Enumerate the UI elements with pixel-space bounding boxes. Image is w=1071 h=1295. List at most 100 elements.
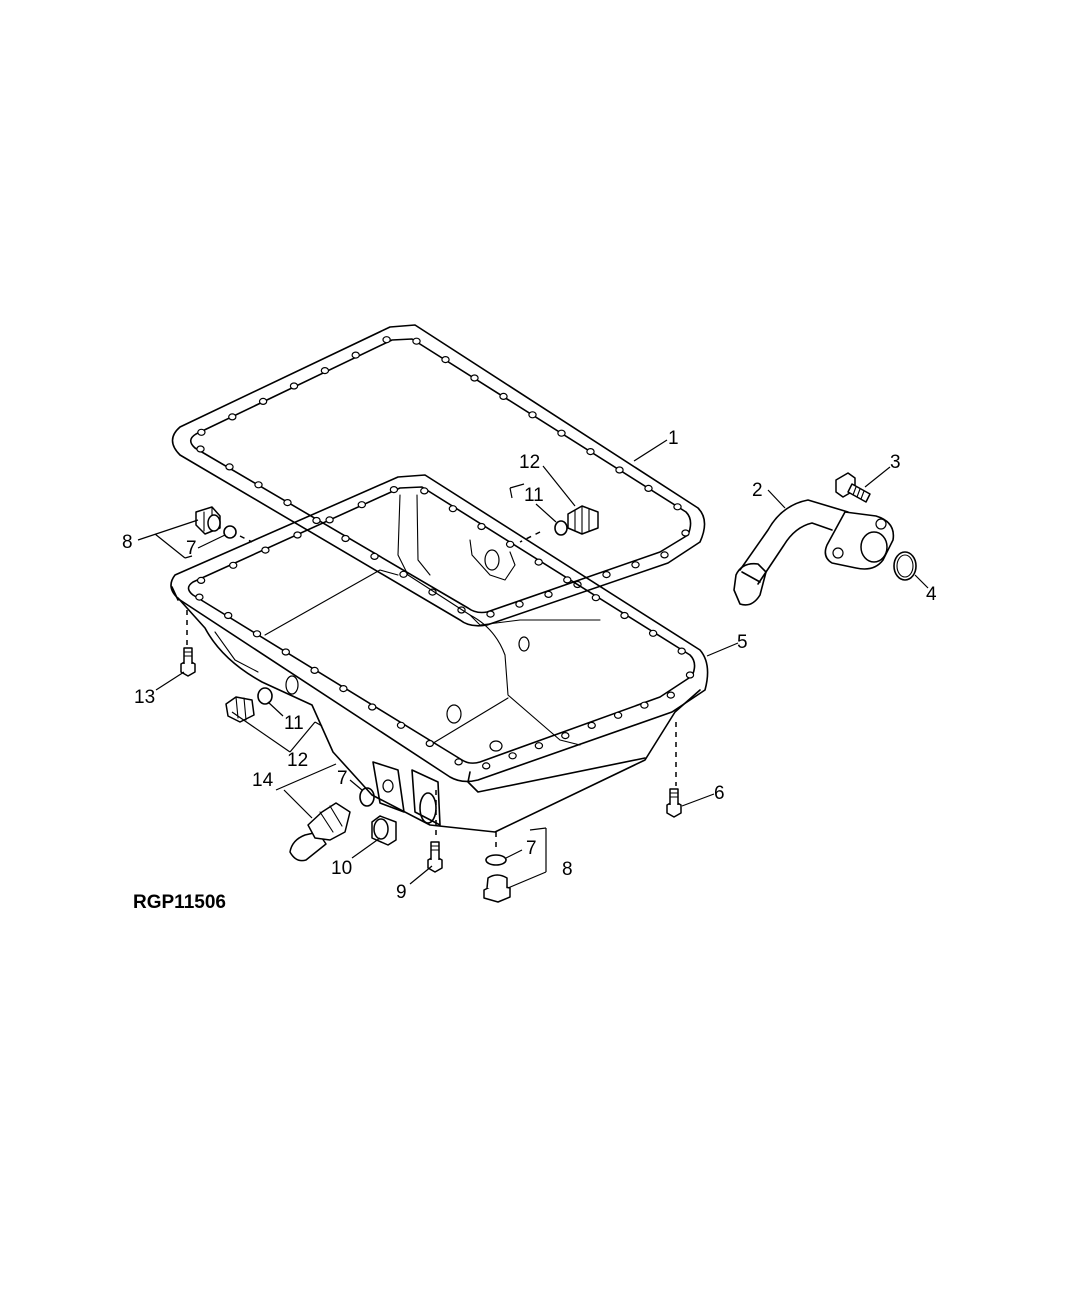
o-ring-4 bbox=[893, 551, 917, 581]
callout-12-lower: 12 bbox=[287, 750, 308, 771]
bolt-hole bbox=[223, 611, 233, 620]
bolt-hole bbox=[602, 570, 611, 579]
bolt-hole bbox=[613, 711, 623, 719]
callout-14: 14 bbox=[252, 770, 274, 791]
bolt-hole bbox=[420, 487, 429, 495]
bolt-hole bbox=[673, 503, 682, 511]
plug-12-lower bbox=[225, 687, 273, 723]
callout-3: 3 bbox=[890, 452, 901, 473]
bolt-hole bbox=[197, 428, 206, 436]
bolt-hole bbox=[454, 758, 463, 766]
bolt-hole bbox=[544, 590, 553, 599]
bolt-hole bbox=[660, 551, 669, 559]
callout-2: 2 bbox=[752, 480, 763, 501]
leader-lines bbox=[137, 439, 929, 889]
oil-pickup-tube bbox=[733, 499, 895, 606]
bolt-hole bbox=[534, 558, 543, 566]
drain-plug-8-upper bbox=[195, 506, 237, 539]
callout-labels: 1 2 3 4 5 6 7 7 7 8 8 9 10 11 11 12 12 1… bbox=[122, 428, 937, 903]
bolt-hole bbox=[196, 445, 205, 453]
bolt-hole bbox=[561, 731, 570, 740]
bolt-hole bbox=[225, 463, 234, 471]
drain-plug-8-lower bbox=[483, 854, 511, 903]
bolt-hole bbox=[370, 552, 379, 561]
bolt-hole bbox=[382, 336, 391, 344]
bolt-hole bbox=[281, 648, 290, 656]
callout-8-upper: 8 bbox=[122, 532, 133, 553]
bolt-hole bbox=[640, 701, 649, 709]
oil-pan-gasket bbox=[171, 324, 706, 627]
callout-7-mid: 7 bbox=[337, 768, 348, 789]
bolt-hole bbox=[441, 356, 450, 364]
bolt-hole bbox=[482, 762, 491, 770]
callout-9: 9 bbox=[396, 882, 407, 903]
bolt-hole bbox=[477, 522, 486, 531]
cap-screw-3 bbox=[835, 472, 871, 503]
bolt-hole bbox=[681, 529, 690, 537]
bolt-hole bbox=[258, 397, 268, 405]
bolt-hole bbox=[396, 721, 406, 729]
o-ring-7-flange bbox=[419, 792, 437, 824]
callout-13: 13 bbox=[134, 687, 155, 708]
bolt-hole bbox=[586, 448, 595, 456]
bolt-hole bbox=[505, 540, 515, 548]
callout-8-lower: 8 bbox=[562, 859, 573, 880]
bolt-hole bbox=[310, 666, 319, 675]
bolt-hole bbox=[486, 610, 495, 618]
callout-10: 10 bbox=[331, 858, 352, 879]
bolt-hole bbox=[528, 411, 537, 419]
callout-6: 6 bbox=[714, 783, 725, 804]
bolt-hole bbox=[648, 629, 658, 637]
bolt-hole bbox=[325, 516, 334, 524]
bolt-hole bbox=[320, 367, 330, 375]
bolt-hole bbox=[508, 752, 517, 760]
callout-11-lower: 11 bbox=[284, 713, 304, 734]
callout-4: 4 bbox=[926, 584, 937, 605]
bolt-hole bbox=[591, 594, 601, 602]
plug-12-upper bbox=[554, 505, 599, 536]
callout-7-upper: 7 bbox=[186, 538, 197, 559]
bolt-hole bbox=[412, 337, 421, 345]
bolt-hole bbox=[470, 374, 479, 382]
bolt-hole bbox=[351, 351, 360, 359]
bolt-13 bbox=[180, 647, 196, 677]
bolt-hole bbox=[428, 588, 437, 596]
bolt-hole bbox=[515, 600, 524, 608]
callout-12-upper: 12 bbox=[519, 452, 540, 473]
bolt-hole bbox=[261, 546, 270, 554]
fitting-14 bbox=[289, 787, 375, 862]
bolt-hole bbox=[448, 505, 458, 513]
bolt-hole bbox=[254, 481, 263, 489]
bolt-hole bbox=[563, 576, 572, 584]
bolt-hole bbox=[534, 742, 544, 750]
bolt-hole bbox=[499, 392, 508, 400]
bolt-hole bbox=[228, 413, 237, 421]
bolt-hole bbox=[293, 531, 302, 539]
bolt-hole bbox=[666, 691, 676, 699]
bolt-hole bbox=[644, 484, 653, 492]
callout-5: 5 bbox=[737, 632, 748, 653]
bolt-hole bbox=[357, 501, 366, 509]
bolt-hole bbox=[196, 576, 206, 585]
bolt-hole bbox=[341, 534, 350, 543]
bolt-hole bbox=[389, 486, 399, 494]
bolt-hole bbox=[228, 561, 238, 569]
callout-11-upper: 11 bbox=[524, 485, 544, 506]
bushing-10 bbox=[371, 815, 397, 846]
bolt-hole bbox=[631, 561, 640, 569]
bolt-hole bbox=[368, 703, 377, 711]
bolt-hole bbox=[195, 593, 204, 601]
bolt-hole bbox=[283, 499, 292, 507]
bolt-hole bbox=[312, 516, 321, 525]
bolt-hole bbox=[425, 739, 434, 748]
bolt-hole bbox=[615, 466, 624, 474]
bolt-hole bbox=[677, 647, 686, 655]
figure-id: RGP11506 bbox=[133, 892, 226, 913]
bolt-hole bbox=[620, 611, 629, 620]
oil-pan bbox=[170, 474, 709, 833]
callout-1: 1 bbox=[668, 428, 679, 449]
bolt-hole bbox=[587, 721, 596, 730]
callout-7-lower: 7 bbox=[526, 838, 537, 859]
bolt-6 bbox=[666, 788, 682, 818]
